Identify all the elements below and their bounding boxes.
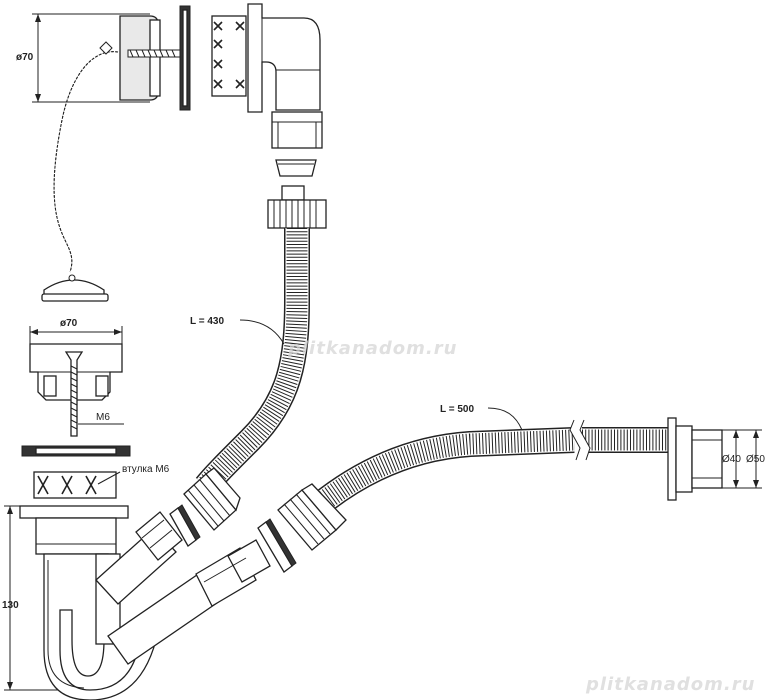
- overflow-elbow: [247, 3, 321, 113]
- label-d50: Ø50: [746, 454, 765, 465]
- hose-break-mark: [570, 420, 590, 460]
- label-m6: M6: [96, 412, 110, 423]
- overflow-neck: [271, 111, 323, 149]
- watermark-center: plitkanadom.ru: [287, 338, 457, 359]
- drain-plug: [41, 274, 109, 302]
- label-bushing: втулка М6: [122, 464, 170, 475]
- upper-hose: L = 430: [183, 228, 310, 531]
- label-height: 130: [2, 600, 19, 611]
- dim-top-diameter: ø70: [16, 13, 150, 103]
- overflow-union-nut: [267, 199, 327, 229]
- dim-height: 130: [2, 505, 60, 691]
- trap-assembly: 130: [2, 504, 297, 700]
- overflow-assembly: ø70: [16, 3, 327, 229]
- label-d40: Ø40: [722, 454, 741, 465]
- watermark-corner: plitkanadom.ru: [585, 674, 755, 695]
- label-hose-lower: L = 500: [440, 404, 474, 415]
- drain-grate-assembly: ø70 M6 втулка М6: [21, 318, 170, 499]
- overflow-cone-washer: [275, 159, 317, 177]
- dim-mid-diameter: ø70: [29, 318, 123, 344]
- label-diam-mid: ø70: [60, 318, 78, 329]
- lower-hose-nut: [277, 483, 347, 551]
- lower-hose: Ø40 Ø50 L = 500: [277, 404, 765, 551]
- upper-hose-nut: [183, 467, 241, 531]
- outlet-connector: [667, 417, 723, 501]
- drain-screw: [64, 351, 84, 437]
- trap-arm-lower: [107, 539, 271, 665]
- dim-outlet: Ø40 Ø50: [722, 429, 765, 489]
- trap-arm-upper: [95, 511, 183, 605]
- label-diam-top: ø70: [16, 52, 34, 63]
- trap-flange: [19, 505, 129, 519]
- drain-bushing: [33, 471, 117, 499]
- label-hose-upper: L = 430: [190, 316, 224, 327]
- plug-chain: [53, 41, 119, 273]
